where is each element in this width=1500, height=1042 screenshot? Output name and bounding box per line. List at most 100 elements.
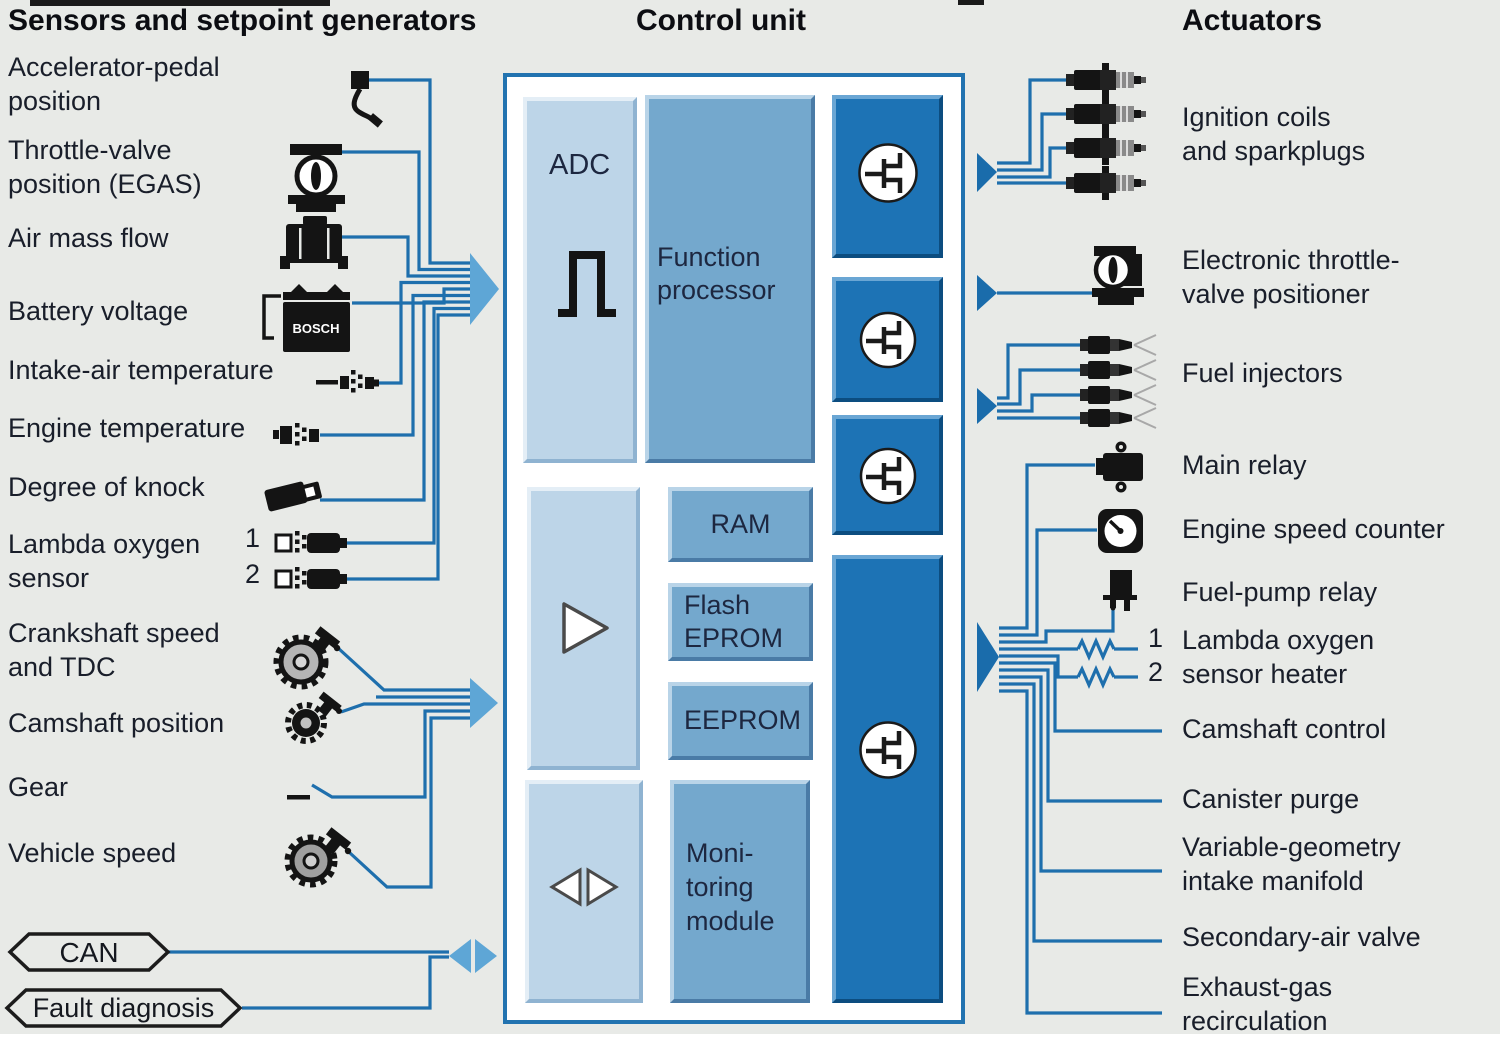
function-processor-block: Function processor	[645, 95, 815, 463]
speed-counter-icon	[1098, 509, 1143, 553]
sensor-wires	[168, 78, 470, 1010]
fuel-injector-icons	[1080, 334, 1157, 429]
sparkplug-icon	[1066, 131, 1146, 165]
output-driver-block-4	[832, 555, 943, 1003]
label-line: processor	[657, 275, 776, 305]
intake-air-temp-icon	[316, 370, 379, 393]
crankshaft-gear-icon	[273, 626, 341, 690]
left-right-triangles-icon	[549, 867, 619, 907]
sensor-label-engine-temp: Engine temperature	[8, 411, 245, 445]
label-line: intake manifold	[1182, 866, 1364, 896]
scan-artifact	[958, 0, 984, 5]
actuator-wires	[997, 78, 1162, 1015]
monitoring-module-label: Moni- toring module	[686, 836, 775, 938]
sensor-label-air-mass: Air mass flow	[8, 221, 169, 255]
label-line: Camshaft control	[1182, 714, 1387, 744]
label-line: Throttle-valve	[8, 135, 172, 165]
bottom-margin	[0, 1034, 1500, 1042]
sensor-label-vehicle-speed: Vehicle speed	[8, 836, 176, 870]
output-driver-block-1	[832, 95, 943, 258]
label-line: Fuel injectors	[1182, 358, 1343, 388]
label-line: Ignition coils	[1182, 102, 1331, 132]
actuator-label-main-relay: Main relay	[1182, 448, 1307, 482]
output-driver-block-2	[832, 277, 943, 402]
play-triangle-icon	[562, 602, 609, 654]
label-line: Secondary-air valve	[1182, 922, 1421, 952]
actuator-label-speed-counter: Engine speed counter	[1182, 512, 1445, 546]
ram-label: RAM	[710, 509, 771, 539]
can-bus-shape	[7, 932, 171, 972]
label-line: Main relay	[1182, 450, 1307, 480]
main-relay-icon	[1096, 441, 1143, 493]
label-line: EPROM	[684, 623, 784, 653]
output-driver-icon	[859, 721, 917, 779]
control-unit-header: Control unit	[636, 4, 806, 37]
engine-temp-icon	[273, 423, 319, 446]
camshaft-gear-icon	[285, 691, 342, 744]
label-line: toring	[686, 872, 754, 902]
sensor-label-intake-air: Intake-air temperature	[8, 353, 274, 387]
function-processor-label: Function processor	[657, 241, 776, 307]
actuator-label-fuel-pump: Fuel-pump relay	[1182, 575, 1377, 609]
pulse-signal-icon	[558, 251, 616, 317]
label-line: Electronic throttle-	[1182, 245, 1400, 275]
fuel-pump-relay-icon	[1103, 570, 1137, 611]
sensors-header: Sensors and setpoint generators	[8, 4, 477, 37]
monitoring-module-block: Moni- toring module	[670, 780, 810, 1003]
bidirectional-buffer-block	[525, 780, 643, 1003]
label-line: and sparkplugs	[1182, 136, 1366, 166]
injector-output-arrow	[977, 388, 997, 424]
sensor-label-throttle: Throttle-valve position (EGAS)	[8, 133, 202, 201]
sensor-label-crankshaft: Crankshaft speed and TDC	[8, 616, 220, 684]
resistor-icon	[1076, 665, 1116, 689]
sparkplug-icons	[1066, 63, 1146, 200]
lambda-number-2: 2	[245, 559, 261, 589]
knock-sensor-icon	[264, 481, 322, 512]
can-bus-label: CAN	[59, 937, 119, 968]
heater-number-2: 2	[1148, 657, 1164, 687]
sensor-label-knock: Degree of knock	[8, 470, 205, 504]
label-line: Intake-air temperature	[8, 355, 274, 385]
heater-number-1: 1	[1148, 623, 1164, 653]
label-line: module	[686, 906, 775, 936]
label-line: position	[8, 86, 102, 116]
label-line: Engine speed counter	[1182, 514, 1445, 544]
flash-eprom-block: Flash EPROM	[668, 583, 813, 661]
label-line: Crankshaft speed	[8, 618, 220, 648]
label-line: Engine temperature	[8, 413, 246, 443]
scan-artifact	[30, 0, 330, 6]
label-line: Flash	[684, 590, 751, 620]
label-line: Lambda oxygen	[8, 529, 201, 559]
label-line: Lambda oxygen	[1182, 625, 1375, 655]
output-driver-icon	[859, 311, 917, 369]
actuator-label-secondary-air: Secondary-air valve	[1182, 920, 1421, 954]
actuator-label-canister-purge: Canister purge	[1182, 782, 1359, 816]
actuators-header: Actuators	[1182, 4, 1323, 37]
adc-block: ADC	[523, 97, 637, 463]
can-bidirectional-arrow	[449, 939, 497, 973]
actuator-label-camshaft-control: Camshaft control	[1182, 712, 1386, 746]
eeprom-block: EEPROM	[668, 682, 813, 760]
actuator-label-ignition: Ignition coils and sparkplugs	[1182, 100, 1365, 168]
resistor-icon	[1076, 637, 1116, 661]
sensor-label-gear: Gear	[8, 770, 68, 804]
sensor-label-lambda: Lambda oxygen sensor	[8, 527, 200, 595]
sensor-bundle-arrow	[470, 253, 499, 325]
label-line: Gear	[8, 772, 69, 802]
crank-bundle-arrow	[470, 678, 498, 728]
ram-block: RAM	[668, 487, 813, 562]
label-line: Battery voltage	[8, 296, 189, 326]
label-line: Variable-geometry	[1182, 832, 1401, 862]
actuator-label-fuel-injectors: Fuel injectors	[1182, 356, 1343, 390]
vehicle-speed-gear-icon	[284, 827, 352, 888]
fuel-injector-icon	[1080, 384, 1157, 406]
actuator-label-throttle-positioner: Electronic throttle- valve positioner	[1182, 243, 1400, 311]
label-line: Air mass flow	[8, 223, 169, 253]
lambda-sensor-icon	[274, 531, 347, 553]
sensor-label-accelerator: Accelerator-pedal position	[8, 50, 220, 118]
label-line: position (EGAS)	[8, 169, 202, 199]
label-line: Vehicle speed	[8, 838, 177, 868]
actuator-label-lambda-heater: Lambda oxygen sensor heater	[1182, 623, 1374, 691]
